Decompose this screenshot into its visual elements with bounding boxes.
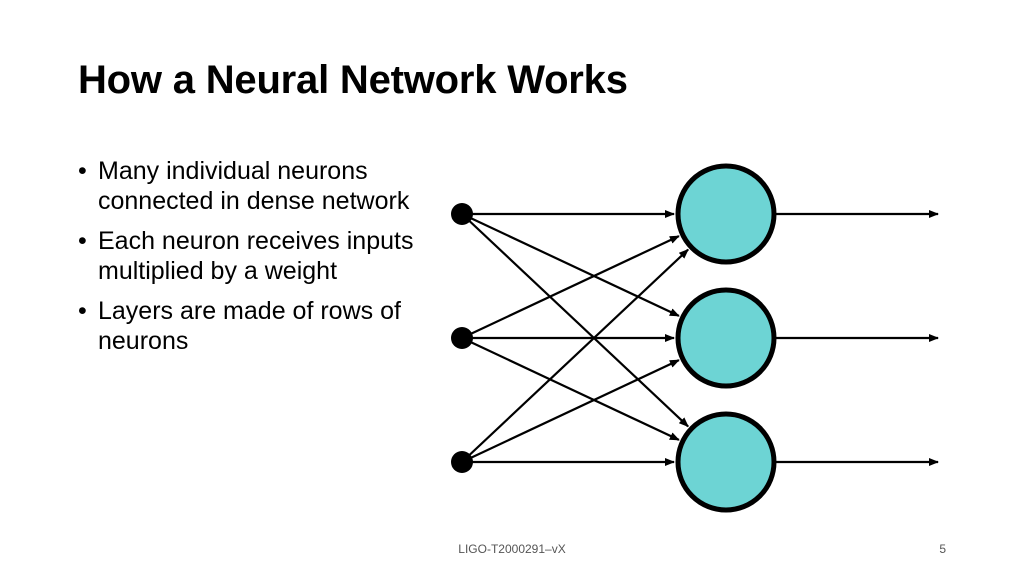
bullet-item: •Layers are made of rows of neurons — [78, 297, 401, 355]
connection-arrow — [461, 359, 680, 463]
neurons — [675, 163, 777, 513]
input-node — [451, 451, 473, 473]
output-arrows — [774, 210, 939, 466]
neuron-node — [675, 411, 777, 513]
footer-text: LIGO-T2000291–vX — [458, 542, 566, 556]
input-node — [451, 203, 473, 225]
bullet-text: Each neuron receives inputs multiplied b… — [98, 227, 414, 285]
bullet-item: •Many individual neurons connected in de… — [78, 157, 410, 215]
connection-arrow — [461, 213, 689, 428]
connection-arrow — [461, 248, 689, 463]
slide-title: How a Neural Network Works — [78, 58, 628, 102]
bullet-text: Many individual neurons connected in den… — [98, 157, 410, 215]
neuron-node — [675, 163, 777, 265]
connection-arrow — [461, 213, 680, 317]
bullet-item: •Each neuron receives inputs multiplied … — [78, 227, 414, 285]
input-nodes — [451, 203, 473, 473]
connection-arrow — [461, 235, 680, 339]
neuron-node — [675, 287, 777, 389]
connection-arrow — [461, 337, 680, 441]
connections — [461, 210, 689, 466]
input-node — [451, 327, 473, 349]
bullet-list: •Many individual neurons connected in de… — [76, 156, 426, 366]
page-number: 5 — [939, 542, 946, 556]
bullet-text: Layers are made of rows of neurons — [98, 297, 401, 355]
